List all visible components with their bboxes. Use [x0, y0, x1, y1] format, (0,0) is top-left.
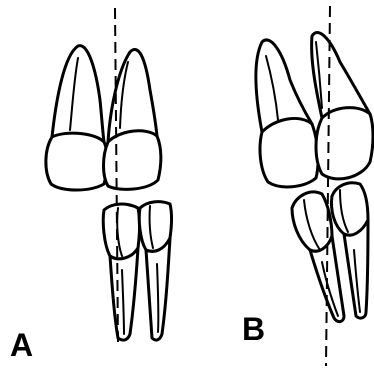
panel-a-lower-left-incisor [103, 204, 139, 340]
panel-a: A [10, 8, 172, 363]
panel-a-upper-left-incisor [46, 46, 107, 190]
panel-b-upper-left-incisor [256, 40, 318, 187]
panel-b-label: B [242, 311, 265, 347]
panel-a-upper-right-incisor [104, 50, 161, 190]
panel-a-lower-right-incisor [139, 202, 171, 340]
panel-b: B [242, 6, 373, 366]
panel-a-label: A [10, 327, 33, 363]
panel-b-upper-right-incisor [312, 32, 373, 178]
